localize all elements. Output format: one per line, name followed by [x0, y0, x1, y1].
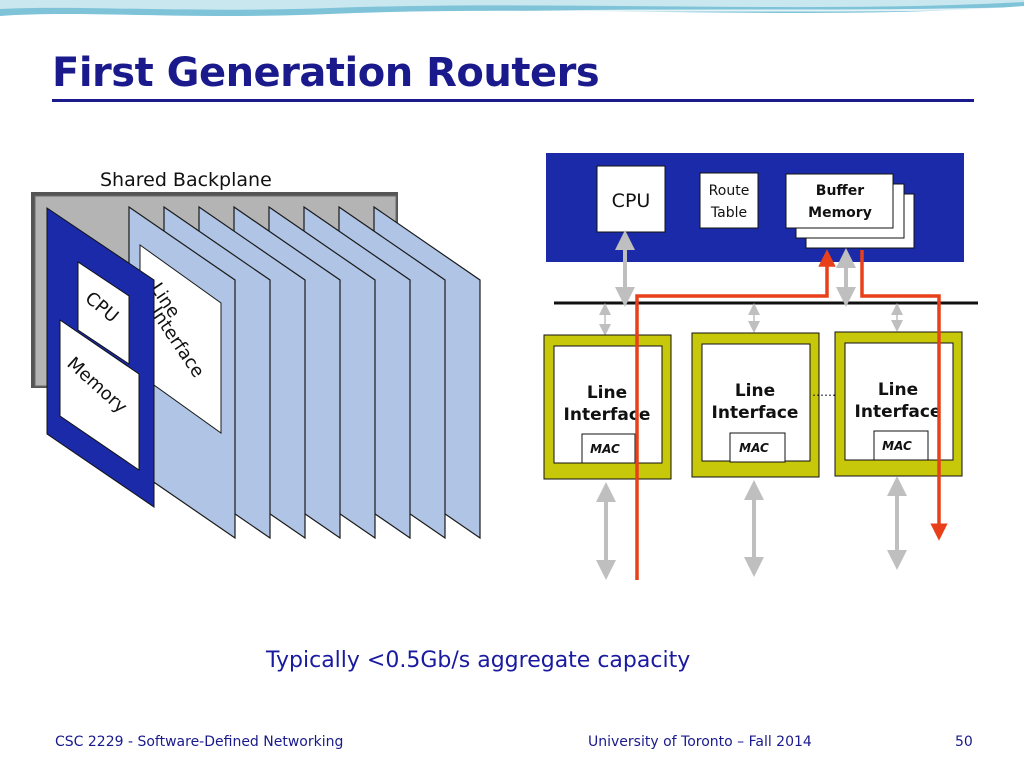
slide-title: First Generation Routers	[52, 50, 600, 96]
interfaces-ellipsis: ……	[812, 385, 836, 399]
title-rule	[52, 99, 974, 102]
mac-box-2	[729, 432, 786, 463]
mac-label-2: MAC	[739, 441, 769, 455]
footer-page-number: 50	[955, 734, 973, 750]
memory-chip	[59, 319, 140, 471]
line-interface-2-label-2: Interface	[712, 403, 799, 423]
header-wave-banner	[0, 0, 1024, 17]
line-interface-2-label: Line	[735, 381, 775, 401]
capacity-caption: Typically <0.5Gb/s aggregate capacity	[266, 648, 691, 673]
line-interface-3-label: Line	[878, 380, 918, 400]
mac-label-3: MAC	[882, 439, 912, 453]
footer-course: CSC 2229 - Software-Defined Networking	[55, 734, 344, 750]
buffer-memory-label: Buffer	[816, 183, 864, 199]
cpu-chip	[77, 261, 130, 365]
cpu-label-right: CPU	[612, 190, 651, 212]
footer-institution: University of Toronto – Fall 2014	[588, 734, 812, 750]
line-interface-1: Line Interface MAC	[543, 334, 672, 480]
mac-box-1	[581, 433, 636, 464]
line-interface-3-label-2: Interface	[855, 402, 942, 422]
line-interface-2: Line Interface MAC	[691, 332, 820, 478]
buffer-memory-box	[785, 173, 894, 229]
packet-path-in	[635, 249, 836, 580]
line-interface-1-label-2: Interface	[564, 405, 651, 425]
cpu-box	[596, 165, 666, 233]
mac-label-1: MAC	[590, 442, 620, 456]
route-table-label-2: Table	[710, 205, 747, 221]
line-interface-3: Line Interface MAC	[834, 331, 963, 477]
route-table-label: Route	[709, 183, 750, 199]
buffer-memory-label-2: Memory	[808, 205, 872, 221]
line-interface-1-label: Line	[587, 383, 627, 403]
mac-box-3	[873, 430, 929, 461]
route-table-box	[699, 172, 759, 229]
packet-path-out	[860, 250, 948, 541]
line-cards	[128, 205, 481, 540]
backplane-label: Shared Backplane	[100, 169, 272, 191]
